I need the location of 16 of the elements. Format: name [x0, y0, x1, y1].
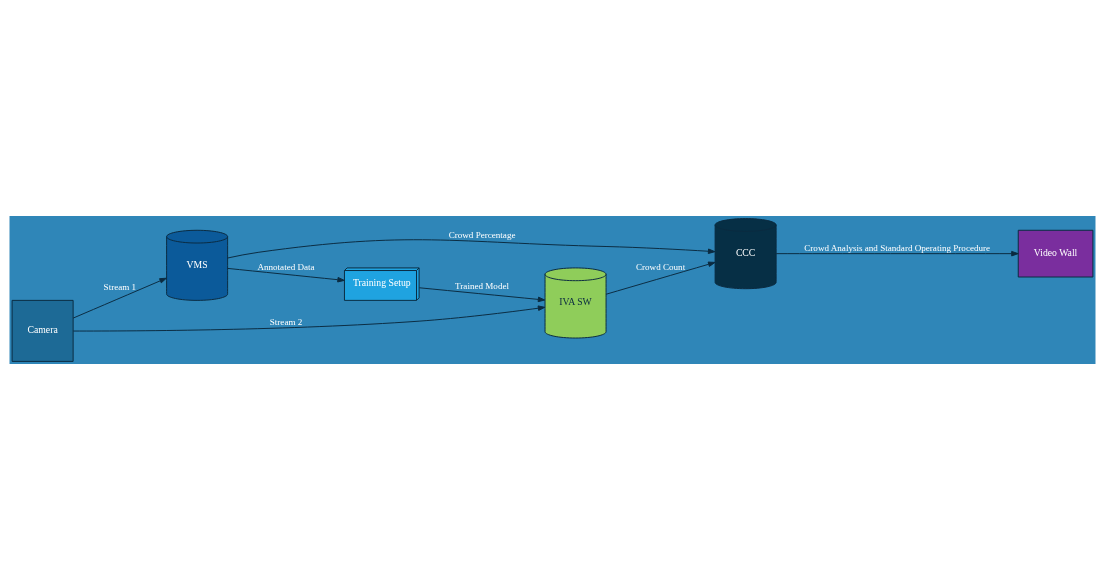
arrow — [605, 261, 716, 295]
arrow — [227, 239, 716, 259]
arrow — [72, 305, 546, 332]
edge-label: Crowd Percentage — [448, 230, 516, 241]
arrow — [72, 277, 167, 319]
edge-label: Stream 1 — [103, 282, 137, 293]
arrow — [418, 287, 546, 303]
arrow — [227, 267, 345, 283]
node-box: Camera — [11, 299, 74, 362]
edge-label: Stream 2 — [269, 316, 303, 327]
edge-label: Trained Model — [455, 280, 510, 291]
edge-label: Crowd Count — [635, 262, 686, 273]
edge-label: Crowd Analysis and Standard Operating Procedure — [804, 243, 991, 254]
arrow — [775, 250, 1019, 257]
edge-label: Annotated Data — [257, 262, 315, 273]
node-box: Video Wall — [1017, 229, 1094, 278]
